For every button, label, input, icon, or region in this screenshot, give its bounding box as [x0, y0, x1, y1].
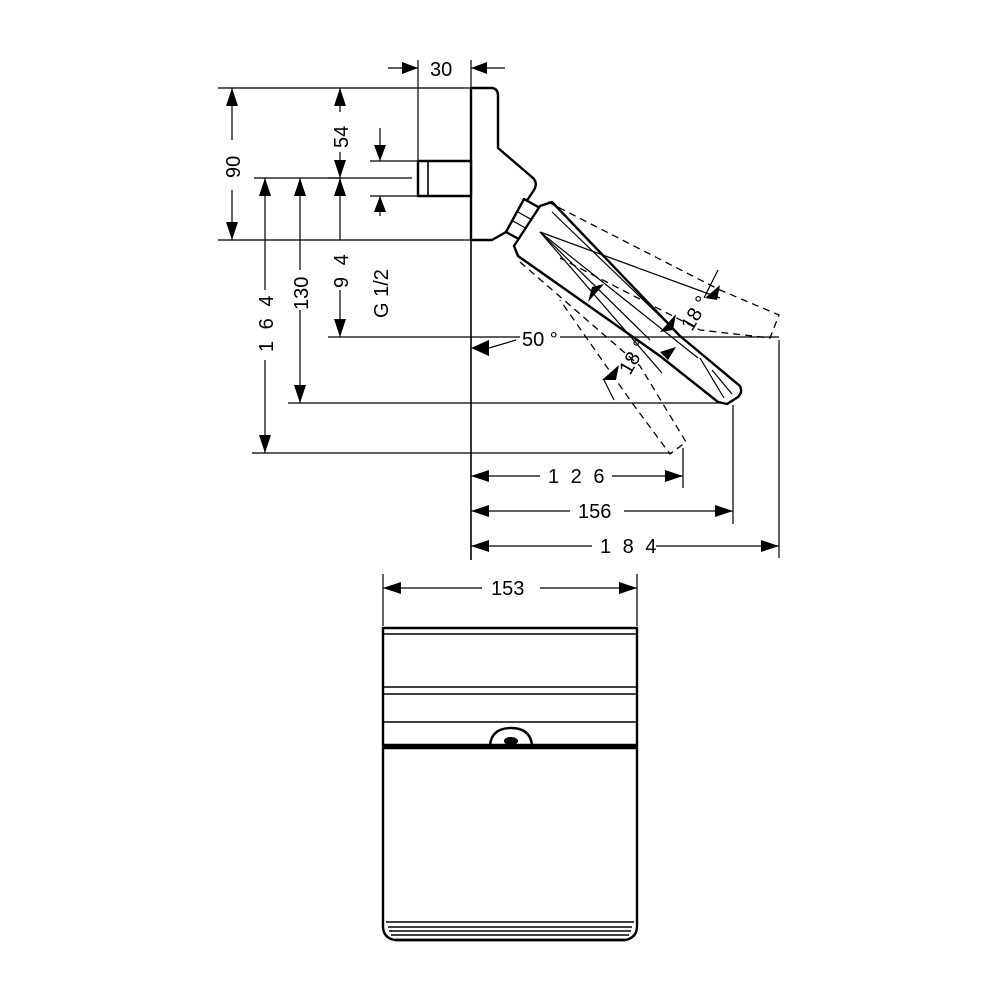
dim-164: 1 6 4 — [252, 177, 672, 454]
dim-184: 1 8 4 — [471, 340, 780, 558]
spray-strip — [386, 921, 634, 942]
angle-18-upper-label: 18 ° — [677, 292, 714, 334]
dim-94: 9 4 — [328, 178, 779, 338]
joint-hole — [504, 737, 518, 745]
thread-dim: G 1/2 — [370, 128, 418, 318]
front-head-face — [381, 746, 639, 942]
dim-90-label: 90 — [223, 156, 245, 178]
side-view: 30 90 54 G 1/2 — [218, 59, 780, 560]
dim-126: 1 2 6 — [471, 448, 684, 488]
upper-position-outline — [547, 201, 780, 339]
shower-head — [512, 200, 743, 406]
lower-position-outline — [519, 261, 687, 455]
front-joint-knob — [488, 726, 534, 747]
wall-flange — [469, 86, 537, 242]
dim-156-label: 156 — [578, 501, 611, 523]
dim-30-label: 30 — [430, 59, 452, 81]
thread-label: G 1/2 — [371, 269, 393, 318]
dim-164-label: 1 6 4 — [256, 293, 278, 352]
angle-arrow — [588, 284, 604, 302]
dim-126-label: 1 2 6 — [548, 466, 607, 488]
thread-connector — [416, 159, 473, 198]
front-view: 153 — [381, 574, 639, 942]
dim-153-label: 153 — [491, 578, 524, 600]
angle-50: 50 ° — [471, 329, 558, 356]
dim-30: 30 — [388, 59, 505, 160]
dim-54-label: 54 — [331, 126, 353, 148]
angle-50-label: 50 ° — [522, 329, 558, 351]
dim-54: 54 — [328, 88, 412, 179]
dim-94-label: 9 4 — [331, 251, 353, 288]
dim-90: 90 — [218, 87, 471, 241]
dim-156: 156 — [471, 405, 734, 524]
dim-130-label: 130 — [291, 277, 313, 310]
dim-130: 130 — [288, 177, 724, 404]
dim-184-label: 1 8 4 — [600, 536, 659, 558]
dim-153: 153 — [382, 574, 638, 626]
